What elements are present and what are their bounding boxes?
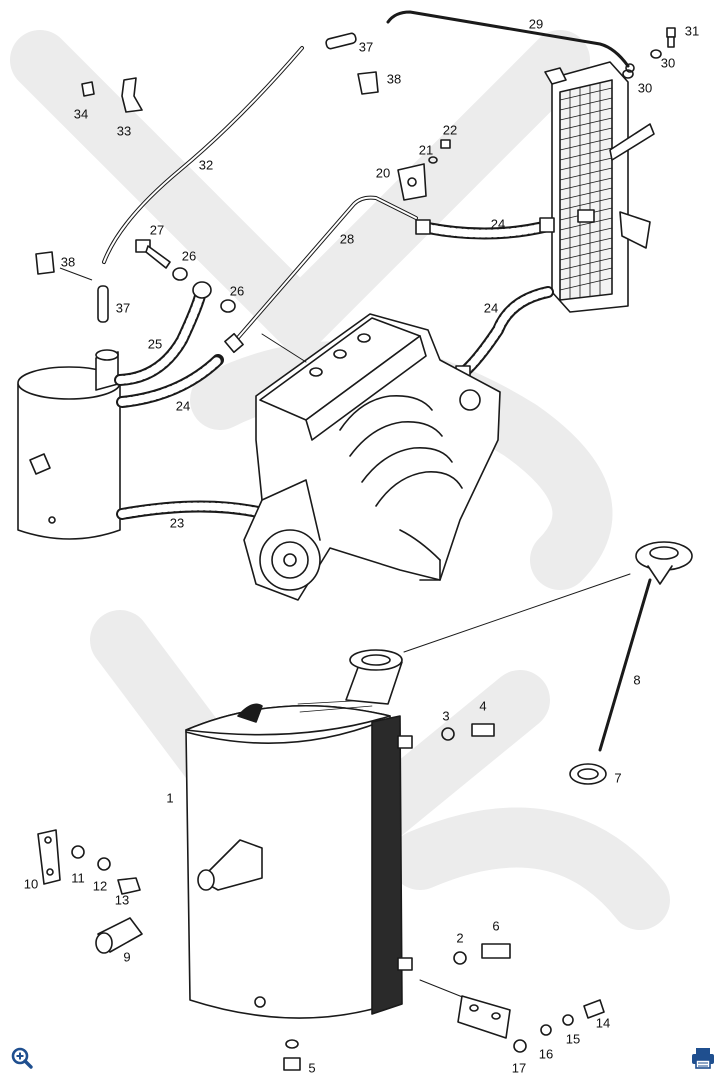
upper-oil-tank	[17, 349, 121, 540]
printer-icon[interactable]	[689, 1044, 717, 1072]
engine-block	[243, 313, 501, 601]
washer-2	[453, 951, 467, 965]
fitting-6	[481, 943, 511, 959]
washer-3-bottom	[285, 1039, 299, 1049]
washer-30a	[650, 49, 662, 59]
bracket-20	[397, 163, 427, 201]
nut-16	[540, 1024, 552, 1036]
leader-28	[261, 333, 307, 363]
washer-11	[71, 845, 85, 859]
strap-10	[37, 829, 61, 885]
nut-12	[97, 857, 111, 871]
clip-38-left	[35, 251, 55, 275]
washer-26b	[220, 299, 236, 313]
bolt-13	[117, 877, 141, 895]
washer-3	[441, 727, 455, 741]
fitting-4	[471, 723, 495, 737]
bolt-31	[666, 27, 676, 48]
nut-17	[513, 1039, 527, 1053]
rod-29	[386, 10, 630, 68]
washer-15	[562, 1014, 574, 1026]
sleeve-37-top	[325, 32, 357, 50]
plug-5	[283, 1057, 301, 1071]
clip-33	[121, 77, 143, 113]
seal-7	[569, 763, 607, 785]
bolt-34	[81, 81, 95, 97]
oil-cooler	[544, 61, 655, 313]
washer-30b	[622, 69, 634, 79]
bolt-27	[135, 239, 171, 269]
bracket-lower	[457, 995, 511, 1039]
magnifier-plus-icon[interactable]	[8, 1044, 36, 1072]
sleeve-9	[95, 917, 143, 954]
washer-21	[428, 156, 438, 164]
bolt-14	[583, 999, 605, 1019]
dipstick-8	[598, 541, 693, 752]
washer-26a	[172, 267, 188, 281]
bolt-22	[440, 139, 451, 149]
leader-cap	[403, 573, 631, 653]
clip-38-top	[357, 71, 379, 95]
main-oil-tank	[185, 649, 413, 1019]
sleeve-37-side	[97, 285, 109, 323]
